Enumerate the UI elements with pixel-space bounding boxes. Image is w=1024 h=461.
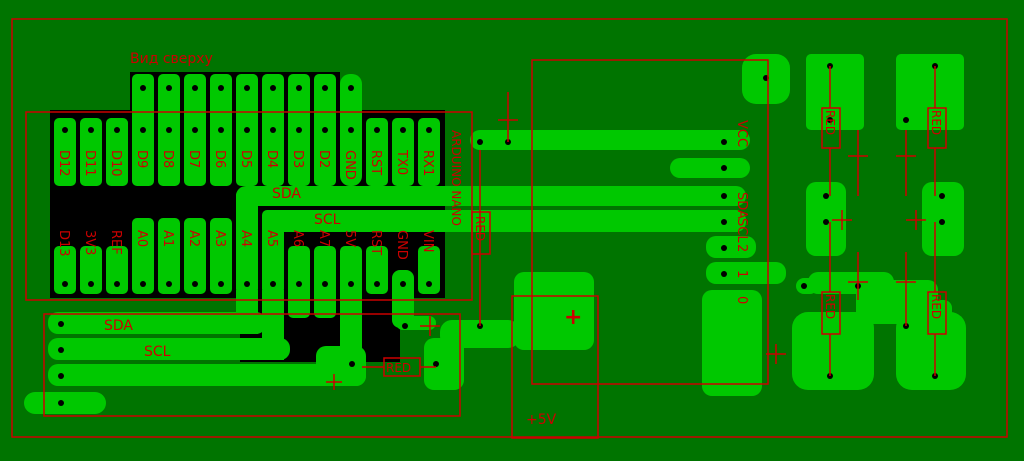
module-pin-label-2: 2 xyxy=(734,244,749,252)
module-pin-label-0: 0 xyxy=(734,296,749,304)
plus-mark: + xyxy=(564,305,582,330)
pin-label-a5: A5 xyxy=(264,230,279,247)
pad-holes xyxy=(58,63,945,406)
pin-label-rst: RST xyxy=(368,230,383,255)
pin-label-ref: REF xyxy=(108,230,123,255)
resistor-label: RED xyxy=(823,110,837,135)
pin-label-a2: A2 xyxy=(186,230,201,247)
pin-label-d9: D9 xyxy=(134,150,149,168)
pin-label-gnd: GND xyxy=(394,230,409,260)
resistor-label: RED xyxy=(929,110,943,135)
pin-label-d7: D7 xyxy=(186,150,201,168)
pin-label-gnd: GND xyxy=(342,150,357,180)
pin-label-a1: A1 xyxy=(160,230,175,247)
supply-label: +5V xyxy=(526,412,557,428)
pin-label-rx1: RX1 xyxy=(420,150,435,176)
pin-label-d11: D11 xyxy=(82,150,97,177)
module-pin-label-sda: SDA xyxy=(734,192,749,219)
pin-label-d12: D12 xyxy=(56,150,71,177)
pin-label-5v: 5V xyxy=(342,230,357,247)
pin-label-d3: D3 xyxy=(290,150,305,168)
pin-label-d6: D6 xyxy=(212,150,227,168)
pin-label-d4: D4 xyxy=(264,150,279,168)
pin-labels: RX1TX0RSTGNDD2D3D4D5D6D7D8D9D10D11D12VIN… xyxy=(56,149,435,260)
module-pin-label-vcc: VCC xyxy=(734,120,749,147)
board-name-label: ARDUINO NANO xyxy=(449,130,463,226)
pin-label-a7: A7 xyxy=(316,230,331,247)
component-outlines xyxy=(25,59,947,439)
pin-label-a4: A4 xyxy=(238,230,253,247)
module-pin-label-1: 1 xyxy=(734,270,749,278)
view-title: Вид сверху xyxy=(130,51,213,67)
module-pin-label-scl: SCL xyxy=(734,218,749,243)
pin-label-a6: A6 xyxy=(290,230,305,247)
resistor-label: RED xyxy=(473,216,487,241)
component-leads xyxy=(326,66,936,390)
pin-label-d5: D5 xyxy=(238,150,253,168)
scl-label-top: SCL xyxy=(314,212,341,228)
resistor-label: RED xyxy=(823,294,837,319)
pin-label-d2: D2 xyxy=(316,150,331,168)
pin-label-a3: A3 xyxy=(212,230,227,247)
pin-label-a0: A0 xyxy=(134,230,149,247)
pin-label-3v3: 3V3 xyxy=(82,230,97,255)
pin-label-d13: D13 xyxy=(56,230,71,257)
pin-label-rst: RST xyxy=(368,150,383,175)
copper-pads-and-traces xyxy=(24,54,966,414)
sda-label-bottom: SDA xyxy=(104,318,133,334)
pin-label-vin: VIN xyxy=(420,230,435,252)
pin-label-d10: D10 xyxy=(108,150,123,177)
resistor-label: RED xyxy=(386,361,411,375)
sda-label-top: SDA xyxy=(272,186,301,202)
pin-label-d8: D8 xyxy=(160,150,175,168)
scl-label-bottom: SCL xyxy=(144,344,171,360)
pin-label-tx0: TX0 xyxy=(394,149,409,175)
board-outline xyxy=(11,18,1008,438)
resistor-label: RED xyxy=(929,294,943,319)
